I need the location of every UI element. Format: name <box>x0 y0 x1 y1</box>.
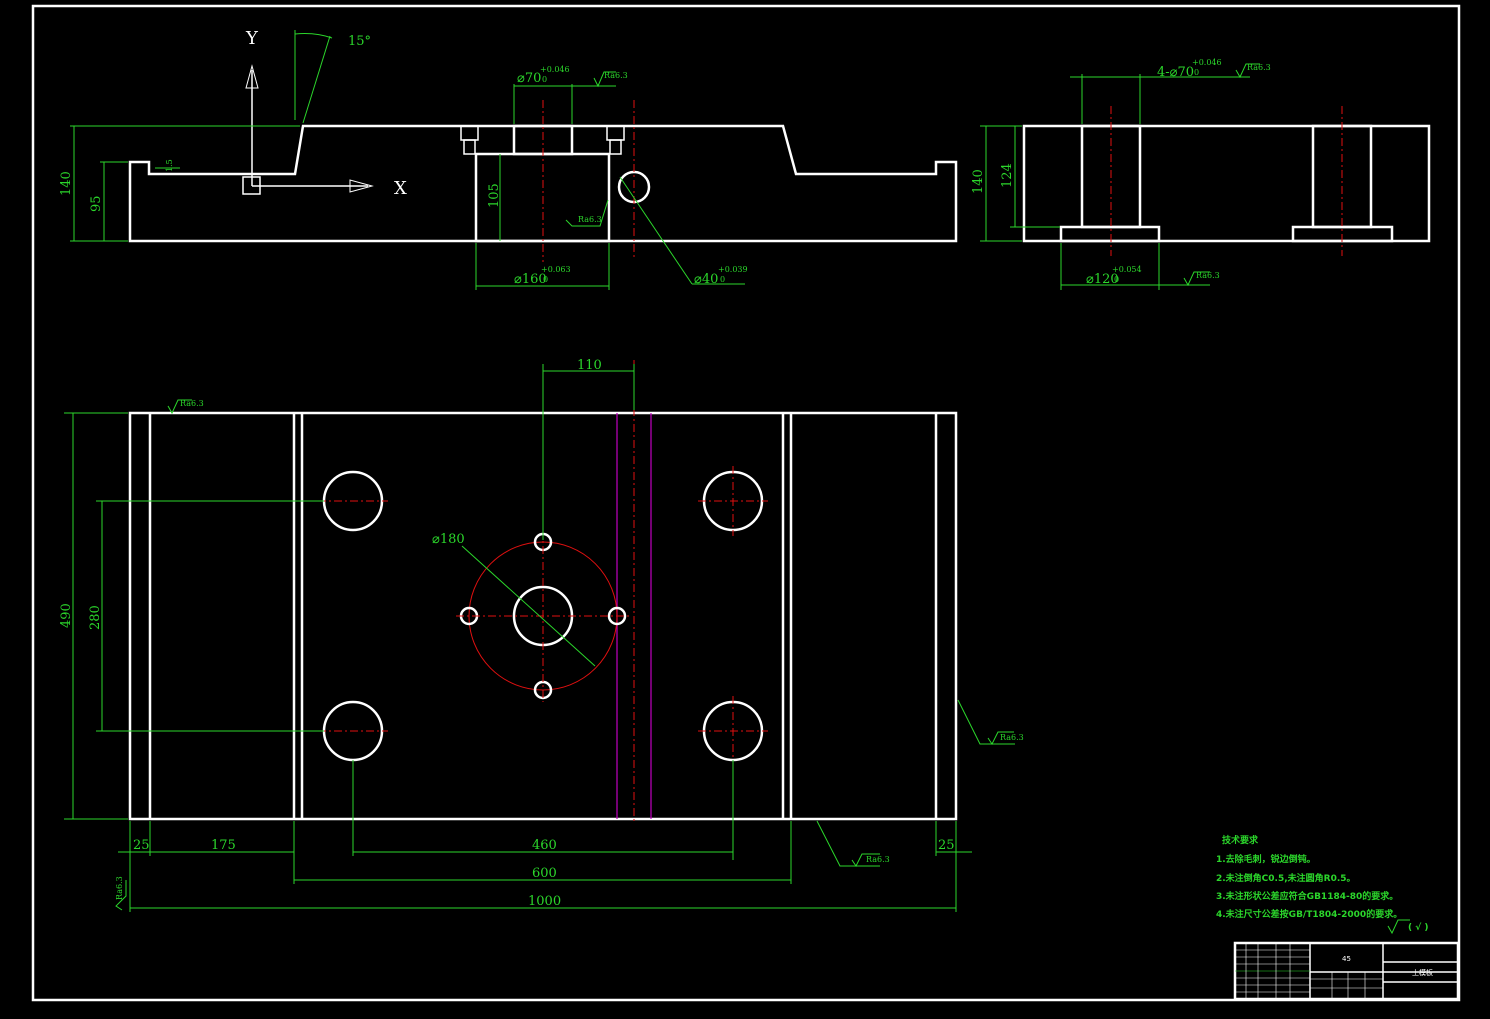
roughness-symbol: Ra6.3 <box>957 699 1024 745</box>
title-block: 45 上模板 <box>1233 941 1460 1001</box>
title-block-part-name: 上模板 <box>1412 968 1433 977</box>
roughness-text: Ra6.3 <box>866 855 890 864</box>
bolt-hole-right <box>607 606 627 626</box>
dim-side-holes: 4-⌀70 <box>1157 65 1194 80</box>
dim-105: 105 <box>487 183 502 208</box>
dim-counterbore-tol-lower: 0 <box>1114 275 1119 284</box>
dim-175: 175 <box>211 838 236 853</box>
dim-bore-top: ⌀70 <box>517 71 541 86</box>
side-section-view: 140 124 4-⌀70 +0.046 0 Ra6.3 ⌀120 +0.054… <box>971 58 1431 290</box>
roughness-symbol: Ra6.3 <box>115 876 127 911</box>
notes-title: 技术要求 <box>1222 834 1259 846</box>
angle-label: 15° <box>348 34 371 49</box>
roughness-text: Ra6.3 <box>1000 733 1024 742</box>
coordinate-axes-icon: Y X <box>242 28 407 199</box>
dim-460: 460 <box>532 838 557 853</box>
side-counterbore-left <box>1059 225 1161 243</box>
plan-view: ⌀180 110 490 280 25 175 460 600 1000 25 <box>59 358 1024 912</box>
roughness-symbol: Ra6.3 <box>167 399 204 415</box>
dim-small-step: 1.5 <box>165 159 174 172</box>
technical-notes: 技术要求 1.去除毛刺，锐边倒钝。 2.未注倒角C0.5,未注圆角R0.5。 3… <box>1216 834 1429 935</box>
note-item-2: 2.未注倒角C0.5,未注圆角R0.5。 <box>1216 872 1356 884</box>
screw-hole-right <box>609 139 622 155</box>
general-roughness-text: ( √ ) <box>1408 922 1429 933</box>
dim-600: 600 <box>532 866 557 881</box>
side-section-body <box>1022 124 1431 243</box>
dim-95-front: 95 <box>89 195 104 212</box>
title-block-material: 45 <box>1342 955 1351 963</box>
roughness-text: Ra6.3 <box>1196 271 1220 280</box>
screw-hole-left <box>463 139 476 155</box>
roughness-symbol: Ra6.3 <box>565 199 609 227</box>
dim-side-holes-tol-upper: +0.046 <box>1192 58 1222 67</box>
x-axis-label: X <box>394 178 407 199</box>
dim-110: 110 <box>577 358 602 373</box>
note-item-4: 4.未注尺寸公差按GB/T1804-2000的要求。 <box>1216 908 1402 920</box>
screw-counterbore-right <box>606 125 625 141</box>
dim-bore-top-tol-upper: +0.046 <box>540 65 570 74</box>
dim-bolt-circle: ⌀180 <box>432 532 465 547</box>
dim-bore-bottom-tol-upper: +0.063 <box>541 265 571 274</box>
dim-counterbore-tol-upper: +0.054 <box>1112 265 1142 274</box>
roughness-symbol: Ra6.3 <box>816 820 890 867</box>
roughness-text: Ra6.3 <box>115 876 124 900</box>
dim-1000: 1000 <box>528 894 561 909</box>
dim-pin-hole: ⌀40 <box>694 272 718 287</box>
dim-490: 490 <box>59 603 74 628</box>
dim-bore-bottom: ⌀160 <box>514 272 547 287</box>
screw-counterbore-left <box>460 125 479 141</box>
dim-124-side: 124 <box>1000 163 1015 188</box>
dim-pin-hole-tol-lower: 0 <box>720 275 725 284</box>
dim-bore-bottom-tol-lower: 0 <box>543 275 548 284</box>
roughness-symbol: Ra6.3 <box>1183 271 1220 287</box>
roughness-text: Ra6.3 <box>1247 63 1271 72</box>
dim-25-right: 25 <box>938 838 955 853</box>
roughness-symbol: Ra6.3 <box>593 71 628 88</box>
dim-25-left: 25 <box>133 838 150 853</box>
note-item-3: 3.未注形状公差应符合GB1184-80的要求。 <box>1216 890 1398 902</box>
sheet-border <box>31 4 1461 1002</box>
y-axis-label: Y <box>245 28 259 49</box>
dim-280: 280 <box>88 605 103 630</box>
dim-140-front: 140 <box>59 171 74 196</box>
dim-bore-top-tol-lower: 0 <box>542 75 547 84</box>
note-item-1: 1.去除毛刺，锐边倒钝。 <box>1216 853 1316 865</box>
roughness-symbol: Ra6.3 <box>1235 63 1271 79</box>
roughness-text: Ra6.3 <box>578 215 602 224</box>
roughness-text: Ra6.3 <box>180 399 204 408</box>
general-roughness: ( √ ) <box>1387 919 1429 935</box>
dim-pin-hole-tol-upper: +0.039 <box>718 265 748 274</box>
front-section-body <box>128 124 958 243</box>
dim-counterbore: ⌀120 <box>1086 272 1119 287</box>
roughness-text: Ra6.3 <box>604 71 628 80</box>
dim-side-holes-tol-lower: 0 <box>1194 68 1199 77</box>
front-section-view: Y X 15° 140 95 1.5 105 ⌀70 +0.046 0 Ra6.… <box>59 28 958 290</box>
dim-140-side: 140 <box>971 169 986 194</box>
